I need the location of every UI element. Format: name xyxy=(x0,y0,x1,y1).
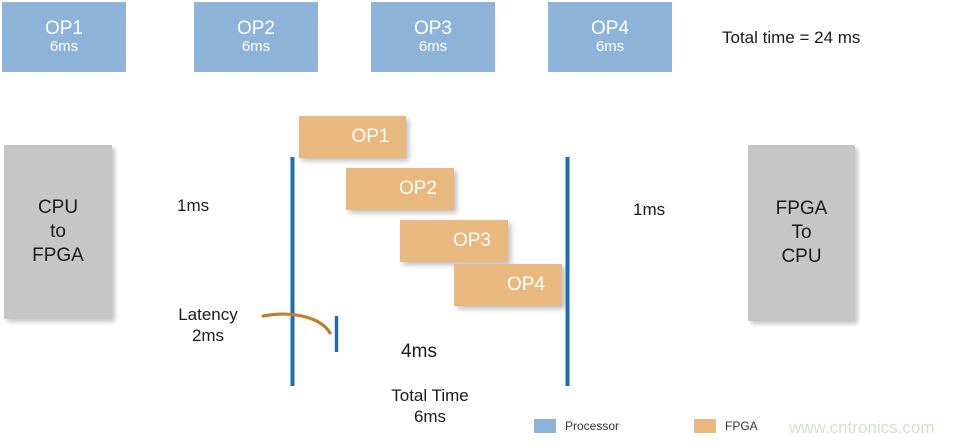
total-time-span-annotation: Total Time 6ms xyxy=(330,385,530,428)
pipeline-op-label-3: OP3 xyxy=(452,230,492,251)
transfer-out-label: 1ms xyxy=(633,200,666,219)
serial-op-label-2: OP2 xyxy=(236,17,276,39)
latency-line2: 2ms xyxy=(191,326,225,346)
cpu-to-fpga-line2: to xyxy=(50,220,66,242)
serial-op-block-2: OP2 6ms xyxy=(194,2,318,72)
serial-op-block-1: OP1 6ms xyxy=(2,2,126,72)
fpga-to-cpu-line1: FPGA xyxy=(775,197,828,219)
legend-item-fpga: FPGA xyxy=(694,419,758,433)
serial-op-block-3: OP3 6ms xyxy=(371,2,495,72)
serial-op-label-3: OP3 xyxy=(413,17,453,39)
total-time-line1: Total Time xyxy=(391,386,469,405)
serial-op-block-4: OP4 6ms xyxy=(548,2,672,72)
cpu-to-fpga-line3: FPGA xyxy=(32,245,84,267)
legend-label-processor: Processor xyxy=(565,419,620,433)
legend-label-fpga: FPGA xyxy=(725,419,758,433)
pipeline-op-block-2: OP2 xyxy=(346,168,454,210)
serial-op-duration-2: 6ms xyxy=(241,38,271,56)
pipeline-op-label-1: OP1 xyxy=(351,126,390,147)
serial-op-label-4: OP4 xyxy=(590,17,630,39)
pipeline-op-block-1: OP1 xyxy=(299,116,406,158)
serial-op-duration-1: 6ms xyxy=(49,38,79,56)
cpu-to-fpga-line1: CPU xyxy=(37,196,79,218)
execution-span-label: 4ms xyxy=(401,341,437,362)
fpga-to-cpu-line3: CPU xyxy=(781,246,822,268)
serial-total-time-label: Total time = 24 ms xyxy=(722,28,861,47)
serial-op-label-1: OP1 xyxy=(44,17,84,39)
pipeline-op-block-3: OP3 xyxy=(400,220,508,262)
latency-annotation: Latency 2ms xyxy=(160,304,256,347)
legend-item-processor: Processor xyxy=(534,419,619,433)
pipeline-op-label-2: OP2 xyxy=(398,178,438,199)
legend-swatch-fpga xyxy=(694,419,716,433)
latency-curve-connector xyxy=(261,312,332,335)
transfer-in-label: 1ms xyxy=(177,196,210,215)
fpga-to-cpu-block: FPGA To CPU xyxy=(748,145,855,321)
fpga-to-cpu-line2: To xyxy=(791,221,812,243)
serial-op-duration-3: 6ms xyxy=(418,38,448,56)
serial-op-duration-4: 6ms xyxy=(595,38,625,56)
cpu-to-fpga-block: CPU to FPGA xyxy=(4,145,112,319)
pipeline-op-label-4: OP4 xyxy=(506,274,546,295)
total-time-line2: 6ms xyxy=(413,407,447,427)
watermark: www.cntronics.com xyxy=(789,418,935,437)
legend-swatch-processor xyxy=(534,419,556,433)
pipeline-op-block-4: OP4 xyxy=(454,264,562,306)
latency-line1: Latency xyxy=(178,305,238,324)
